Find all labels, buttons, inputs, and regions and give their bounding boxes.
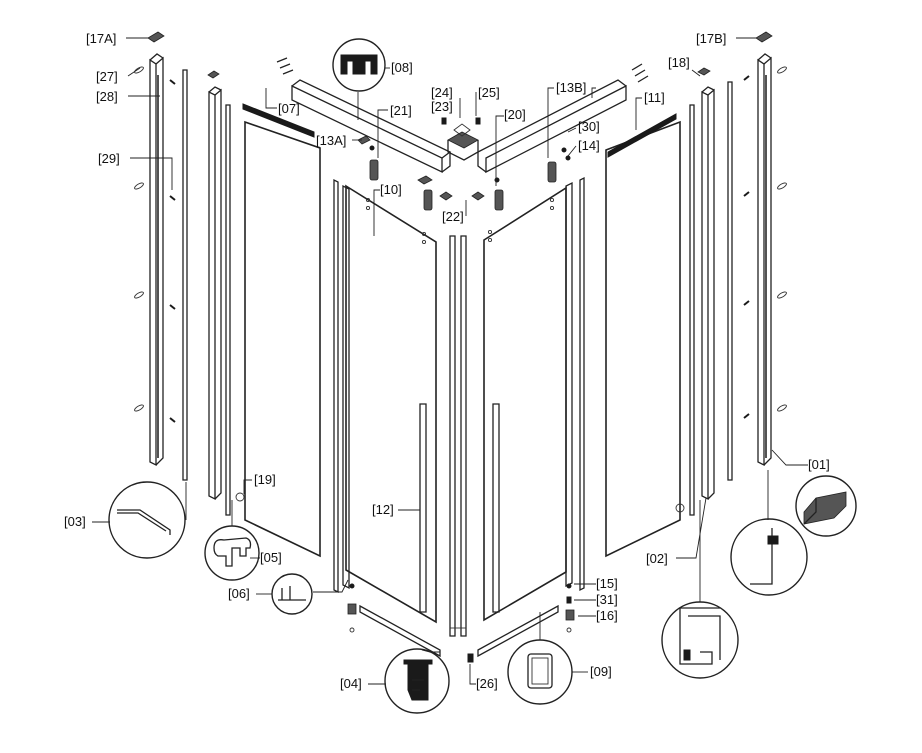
- bottom-guides: [347, 583, 575, 663]
- label-30: [30]: [578, 119, 600, 134]
- detail-circle-02: [661, 601, 739, 679]
- detail-circle-05: [204, 525, 260, 581]
- label-31: [31]: [596, 592, 618, 607]
- right-wall-screws: [743, 66, 787, 419]
- label-20: [20]: [504, 107, 526, 122]
- top-rail-left: [276, 57, 452, 174]
- label-26: [26]: [476, 676, 498, 691]
- right-sliding-door: [483, 176, 585, 622]
- leader-lines: [92, 37, 808, 685]
- label-25: [25]: [478, 85, 500, 100]
- detail-circle-04: [384, 648, 450, 714]
- detail-circle-01b: [795, 475, 857, 537]
- central-magnetic-seals: [449, 235, 467, 637]
- detail-circle-08: [332, 38, 386, 92]
- label-19: [19]: [254, 472, 276, 487]
- left-sliding-door: [333, 178, 437, 624]
- label-27: [27]: [96, 69, 118, 84]
- label-21: [21]: [390, 103, 412, 118]
- detail-circle-03: [108, 481, 186, 559]
- label-17b: [17B]: [696, 31, 726, 46]
- right-wall-profile: [727, 31, 773, 481]
- label-18: [18]: [668, 55, 690, 70]
- right-fixed-glass-panel: [605, 113, 685, 558]
- top-rail-right: [477, 63, 649, 174]
- label-13b: [13B]: [556, 80, 586, 95]
- label-03: [03]: [64, 514, 86, 529]
- part-labels: [17A] [27] [28] [29] [07] [08] [24] [23]…: [64, 31, 830, 691]
- label-07: [07]: [278, 101, 300, 116]
- label-09: [09]: [590, 664, 612, 679]
- label-12: [12]: [372, 502, 394, 517]
- label-06: [06]: [228, 586, 250, 601]
- label-22: [22]: [442, 209, 464, 224]
- label-28: [28]: [96, 89, 118, 104]
- left-fixed-glass-panel: [235, 103, 321, 558]
- label-16: [16]: [596, 608, 618, 623]
- label-08: [08]: [391, 60, 413, 75]
- label-14: [14]: [578, 138, 600, 153]
- label-11: [11]: [644, 90, 665, 105]
- roller-assemblies: [357, 135, 571, 211]
- label-17a: [17A]: [86, 31, 116, 46]
- label-05: [05]: [260, 550, 282, 565]
- detail-circle-01: [730, 518, 808, 596]
- label-04: [04]: [340, 676, 362, 691]
- label-24: [24]: [431, 85, 453, 100]
- label-01: [01]: [808, 457, 830, 472]
- label-29: [29]: [98, 151, 120, 166]
- detail-circle-06: [271, 573, 313, 615]
- left-wall-profile: [149, 53, 188, 481]
- corner-connector: [441, 117, 481, 161]
- label-23: [23]: [431, 99, 453, 114]
- left-door-profile: [207, 70, 231, 516]
- label-13a: [13A]: [316, 133, 346, 148]
- left-wall-screws: [134, 66, 176, 423]
- detail-circle-09: [507, 639, 573, 705]
- right-door-profile: [689, 67, 715, 516]
- label-02: [02]: [646, 551, 668, 566]
- cap-17a: [147, 31, 165, 43]
- label-15: [15]: [596, 576, 618, 591]
- label-10: [10]: [380, 182, 402, 197]
